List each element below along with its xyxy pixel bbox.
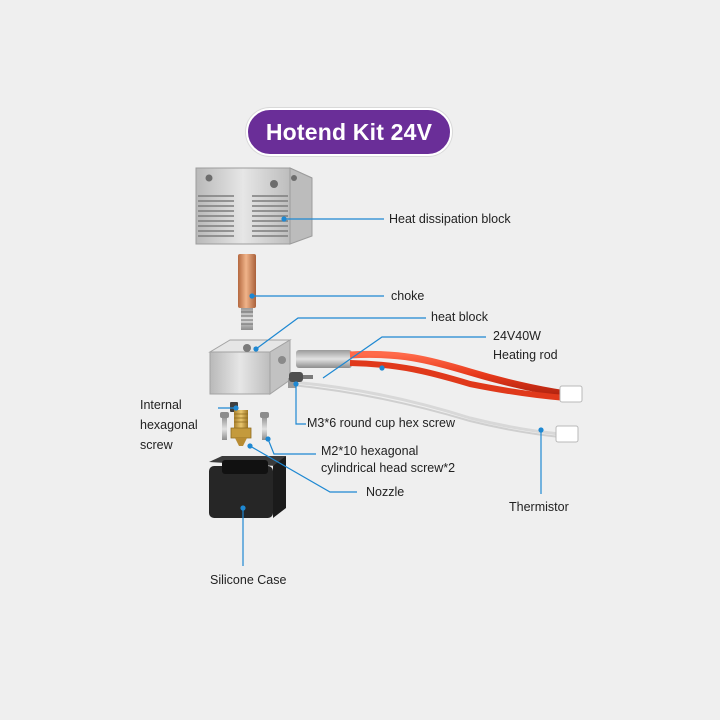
choke-part	[238, 254, 256, 330]
label-m3-screw: M3*6 round cup hex screw	[307, 416, 455, 430]
silicone-case-part	[209, 456, 286, 518]
label-heat-block: heat block	[431, 310, 488, 324]
page-title: Hotend Kit 24V	[246, 108, 452, 156]
label-nozzle: Nozzle	[366, 485, 405, 499]
page-title-text: Hotend Kit 24V	[265, 118, 433, 145]
label-heating-rod: Heating rod	[493, 348, 558, 362]
thermistor-part	[288, 378, 579, 443]
heatsink-part	[195, 167, 313, 245]
label-choke: choke	[391, 289, 425, 303]
label-internal-hex-line2: hexagonal	[140, 418, 198, 432]
label-heat-dissipation-block: Heat dissipation block	[389, 212, 511, 226]
heating-rod-part	[296, 350, 583, 403]
m3-screw-part	[289, 372, 313, 382]
label-silicone-case: Silicone Case	[210, 573, 287, 587]
callout-lines	[218, 218, 542, 566]
label-m2-screw-line1: M2*10 hexagonal	[321, 444, 419, 458]
label-internal-hex-line1: Internal	[140, 398, 182, 412]
label-internal-hex-line3: screw	[140, 438, 173, 452]
label-heating-rod-spec: 24V40W	[493, 329, 541, 343]
label-m2-screw-line2: cylindrical head screw*2	[321, 461, 456, 475]
m2-screws-part	[220, 412, 269, 440]
nozzle-part	[230, 410, 252, 446]
heat-block-part	[208, 339, 292, 395]
callout-dots	[233, 216, 544, 511]
label-thermistor: Thermistor	[509, 500, 569, 514]
